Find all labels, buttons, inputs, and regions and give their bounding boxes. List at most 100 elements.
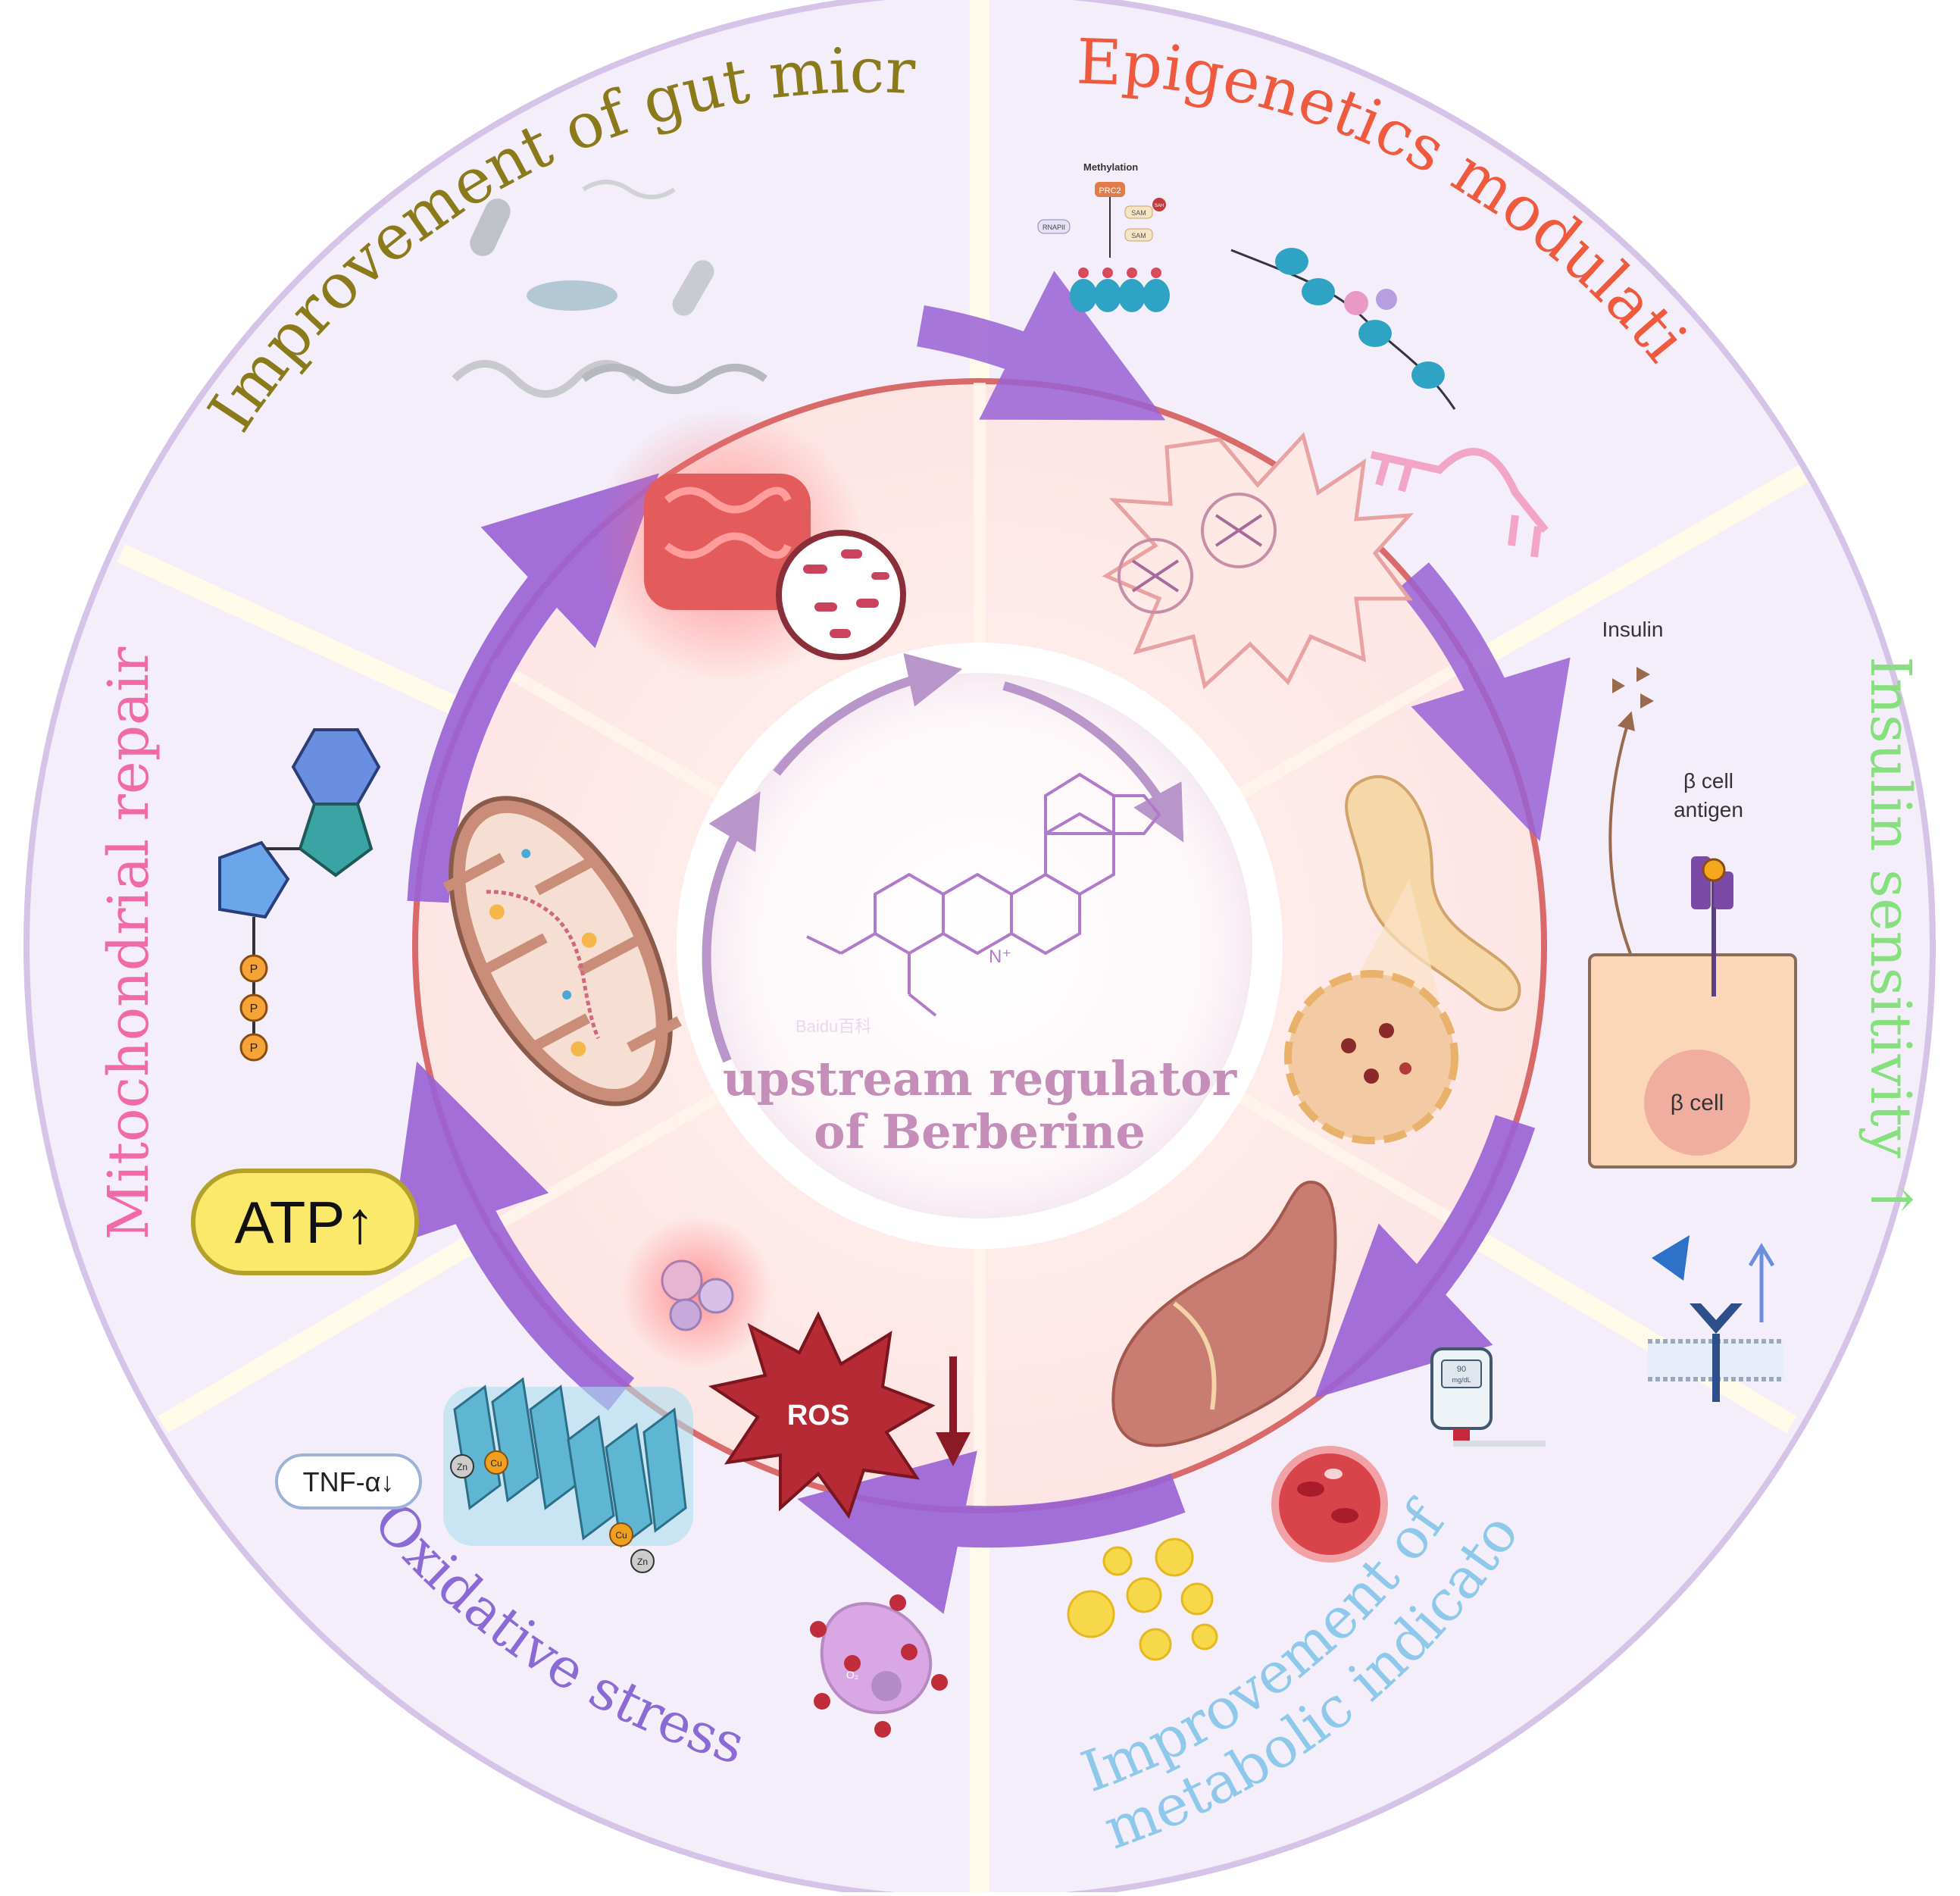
- pancreas-shape: [1345, 774, 1521, 1012]
- wbc-1: [1324, 1469, 1343, 1479]
- radical-1: [810, 1621, 827, 1638]
- bacterium-spiral-1: [452, 360, 639, 398]
- sam-box-1: [1124, 205, 1153, 219]
- methoxy-bond-4: [908, 993, 937, 1017]
- radical-6: [814, 1693, 830, 1710]
- rbc-1: [1297, 1481, 1324, 1497]
- radical-2: [889, 1594, 906, 1611]
- chromatin-burst: [1102, 431, 1415, 690]
- n-plus-label: N⁺: [989, 946, 1011, 967]
- lipid-4: [1067, 1590, 1115, 1638]
- intestine-shape: [644, 474, 811, 610]
- granule-4: [521, 849, 531, 859]
- test-strip: [1453, 1428, 1470, 1441]
- methyl-mark-2: [1102, 268, 1113, 278]
- lipid-3: [1126, 1577, 1162, 1613]
- phosphate-1: [239, 954, 268, 983]
- islet-cell-3: [1364, 1068, 1379, 1084]
- nucleosome-5: [1275, 248, 1308, 275]
- rnapii-box: [1037, 219, 1071, 234]
- sam-box-2: [1124, 228, 1153, 242]
- bacterium-rod-2: [672, 260, 714, 316]
- crista-3: [486, 933, 548, 973]
- antigen-text-2: antigen: [1674, 798, 1743, 821]
- watermark: Baidu百科: [796, 1017, 871, 1036]
- methyl-mark-3: [1127, 268, 1137, 278]
- magnified-microbes: [803, 549, 889, 638]
- intestine-icon: [591, 409, 906, 682]
- zn-label-2: Zn: [637, 1557, 648, 1567]
- atp-molecule: P P P: [218, 728, 381, 1062]
- granule-2: [581, 932, 597, 948]
- cu-label-1: Cu: [490, 1458, 502, 1469]
- bacteria-group: [452, 180, 767, 398]
- cu-label-2: Cu: [615, 1530, 627, 1541]
- intestine-folds: [664, 487, 792, 559]
- sector-mitochondrial-repair: Mitochondrial repair P P P ATP↑: [96, 646, 682, 1275]
- phosphate-label-2: P: [250, 1003, 258, 1015]
- cu-ion-2: [609, 1522, 633, 1547]
- microbe-2: [841, 549, 862, 558]
- beta-strand-6: [642, 1407, 687, 1533]
- bacterium-flagellated: [527, 280, 617, 311]
- zn-label-1: Zn: [457, 1462, 467, 1472]
- ros-star: [708, 1311, 936, 1519]
- nucleosome-2: [1094, 279, 1121, 312]
- granule-3: [570, 1041, 586, 1057]
- radical-7: [874, 1721, 891, 1738]
- nucleosome-3: [1118, 279, 1146, 312]
- beta-cell-label: β cell: [1671, 1090, 1724, 1115]
- nucleosome-1: [1070, 279, 1097, 312]
- mito-matrix: [465, 812, 656, 1090]
- granule-5: [562, 990, 572, 1000]
- arrow-gut-to-epi: [917, 271, 1166, 421]
- methoxy-bond-2: [806, 935, 842, 955]
- o2-label: O₂: [846, 1669, 858, 1681]
- islet-cell-2: [1379, 1023, 1394, 1038]
- tnf-label: TNF-α↓: [303, 1466, 395, 1497]
- arrow-mito-to-gut: [407, 473, 659, 903]
- rnapii-label: RNAPII: [1043, 224, 1065, 231]
- center-disc: [707, 673, 1252, 1219]
- sah-dot: [1152, 198, 1166, 211]
- zn-ion-2: [630, 1549, 655, 1573]
- sod-protein: Zn Cu Cu Zn: [443, 1377, 693, 1573]
- meter-unit: mg/dL: [1452, 1376, 1471, 1384]
- superoxide-radicals: [810, 1594, 948, 1738]
- prc2-label: PRC2: [1099, 186, 1121, 196]
- sah-label: SAH: [1155, 204, 1164, 208]
- insulin-molecule-2: [1636, 667, 1650, 682]
- dna-helix-1: [1118, 538, 1193, 614]
- receptor-y: [1690, 1303, 1743, 1334]
- ros-label: ROS: [787, 1400, 849, 1431]
- microbe-3: [814, 602, 837, 612]
- cell-nucleus: [871, 1671, 902, 1701]
- methylation-label: Methylation: [1083, 161, 1138, 173]
- ros-burst: ROS: [708, 1311, 971, 1519]
- ligand-triangle: [1652, 1235, 1690, 1281]
- lipid-1: [1102, 1546, 1133, 1576]
- nucleosome-array-1: [1070, 268, 1170, 312]
- cell-body: [820, 1602, 933, 1715]
- islet-cell-1: [1341, 1038, 1356, 1053]
- radical-4: [931, 1674, 948, 1691]
- blood-vessel: [1271, 1446, 1388, 1563]
- phosphate-label-1: P: [250, 963, 258, 976]
- prc2-box: [1095, 182, 1125, 197]
- tnf-pill: [275, 1453, 422, 1510]
- dna-helix-2: [1201, 493, 1277, 568]
- phosphate-label-3: P: [250, 1042, 258, 1055]
- zn-ion-1: [450, 1454, 474, 1478]
- nucleosome-7: [1358, 320, 1392, 347]
- insulin-text: Insulin: [1602, 618, 1664, 641]
- center-title-line1: upstream regulator: [723, 1051, 1238, 1106]
- center-arrow-top: [773, 653, 963, 776]
- rbc-2: [1331, 1508, 1358, 1523]
- insulin-molecule-1: [1612, 678, 1625, 693]
- meter-screen: [1441, 1359, 1482, 1388]
- sector-insulin-sensitivity: Insulin sensitivity ↑ Insulin β cell ant…: [1284, 618, 1923, 1402]
- rna-base-3: [1508, 515, 1519, 546]
- crista-5: [528, 1013, 591, 1053]
- dioxole: [1112, 794, 1161, 835]
